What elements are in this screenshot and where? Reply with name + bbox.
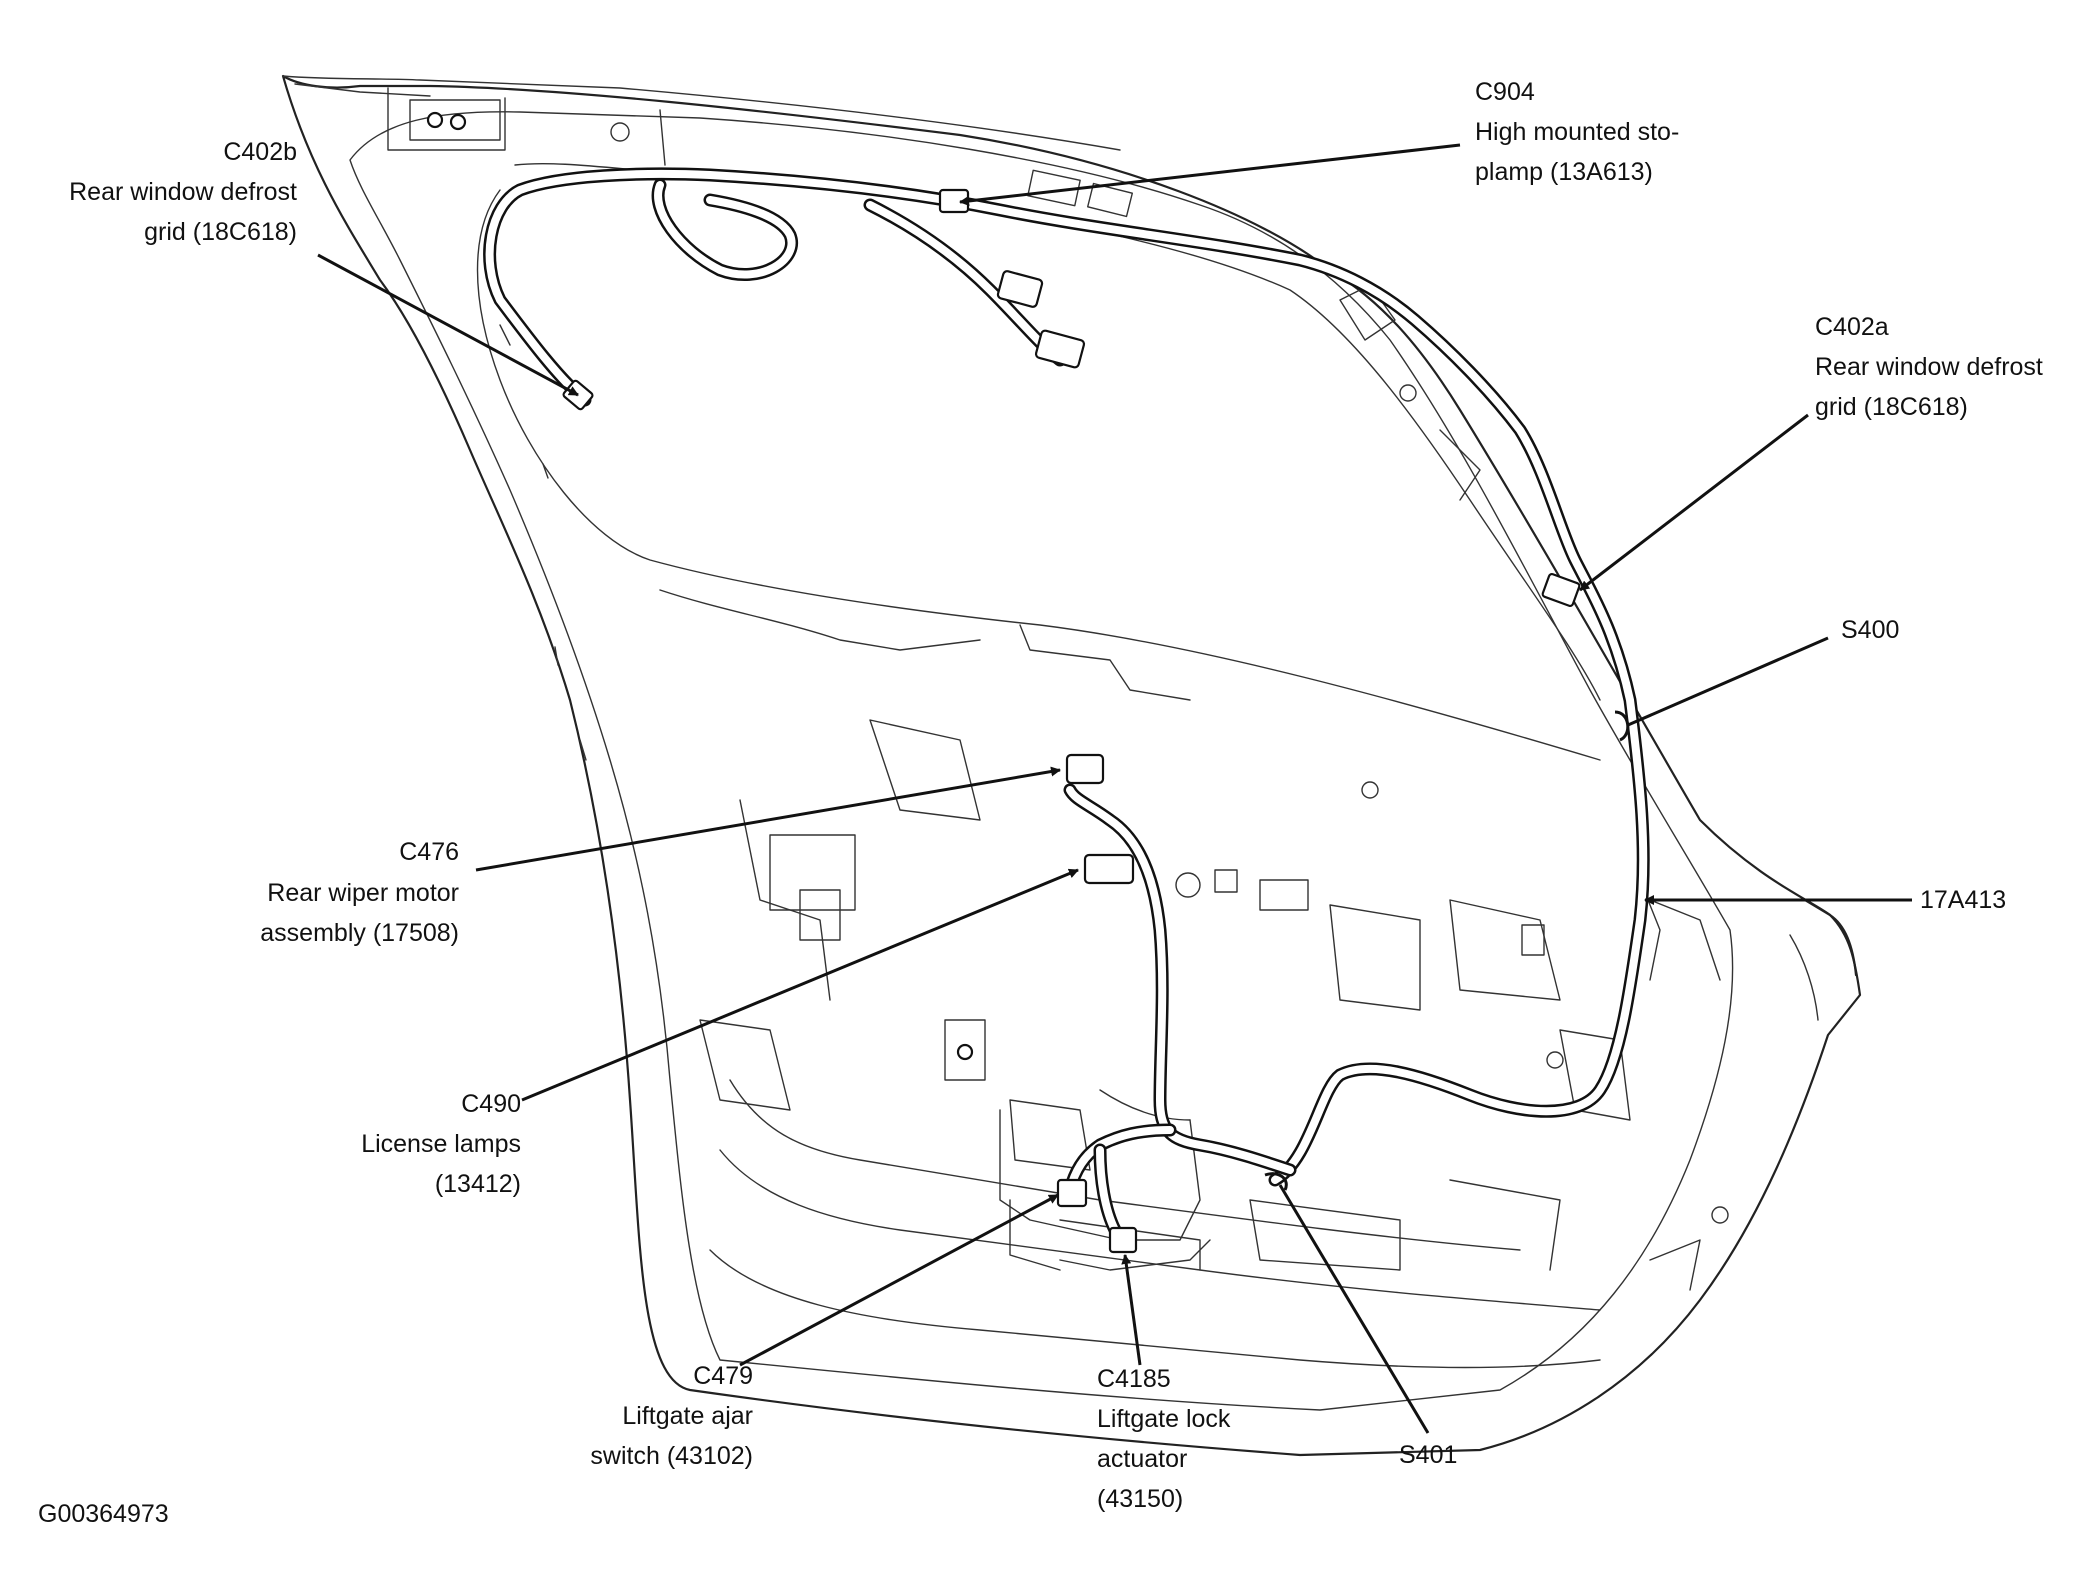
callout-s401-id: S401 [1399,1441,1457,1469]
callout-c490-line2: (13412) [435,1170,521,1198]
callout-c490: C490 License lamps (13412) [361,1090,521,1198]
callout-c4185-id: C4185 [1097,1365,1171,1393]
callout-c490-id: C490 [461,1090,521,1118]
callout-c479-id: C479 [693,1362,753,1390]
leader-s400 [1627,636,1829,727]
leader-c476 [475,766,1061,872]
connector-c479 [1056,1178,1088,1208]
callout-c904-line1: High mounted sto- [1475,118,1679,146]
leader-lines [317,143,1912,1434]
connector-c4185 [1108,1226,1138,1254]
callout-c402a-line1: Rear window defrost [1815,353,2043,381]
callout-c476-line2: assembly (17508) [260,919,459,947]
callout-c402b-line1: Rear window defrost [69,178,297,206]
leader-c4185 [1121,1254,1142,1366]
leader-c479 [739,1193,1059,1367]
callout-c4185-line1: Liftgate lock [1097,1405,1231,1433]
callout-c4185: C4185 Liftgate lock actuator (43150) [1097,1365,1231,1513]
callout-c402b-line2: grid (18C618) [144,218,297,246]
callout-c476-line1: Rear wiper motor [267,879,459,907]
callout-c402b-id: C402b [223,138,297,166]
callout-c402a-line2: grid (18C618) [1815,393,1968,421]
connector-center-lower [1034,329,1086,369]
callout-c402a: C402a Rear window defrost grid (18C618) [1815,313,2043,421]
splice-s401 [1264,1172,1288,1191]
callout-c479: C479 Liftgate ajar switch (43102) [590,1362,753,1470]
callout-c476: C476 Rear wiper motor assembly (17508) [260,838,459,947]
wiring-harness-17A413 [483,167,1650,1237]
callout-c904-line2: plamp (13A613) [1475,158,1653,186]
leader-s401 [1278,1184,1430,1434]
splice-s400 [1614,710,1630,742]
leader-c490 [521,868,1079,1102]
leader-c402a [1579,413,1809,592]
leader-c904 [959,143,1461,206]
connector-c402a [1541,572,1581,608]
callout-c479-line2: switch (43102) [590,1442,753,1470]
callout-c402b: C402b Rear window defrost grid (18C618) [69,138,297,246]
figure-id: G00364973 [38,1500,169,1528]
callout-c479-line1: Liftgate ajar [622,1402,753,1430]
connector-c490 [1083,853,1135,885]
callout-c476-id: C476 [399,838,459,866]
callout-c402a-id: C402a [1815,313,1889,341]
connector-c476 [1065,753,1105,785]
leader-c402b [317,253,579,397]
callout-c904-id: C904 [1475,78,1535,106]
callout-labels: C904 High mounted sto- plamp (13A613) C4… [38,78,2043,1528]
callout-s400-id: S400 [1841,616,1899,644]
callout-17A413-id: 17A413 [1920,886,2006,914]
callout-c904: C904 High mounted sto- plamp (13A613) [1475,78,1679,186]
callout-c490-line1: License lamps [361,1130,521,1158]
callout-c4185-line2: actuator [1097,1445,1187,1473]
callout-c4185-line3: (43150) [1097,1485,1183,1513]
liftgate-panel [281,74,1862,1457]
connector-center-upper [996,270,1044,308]
